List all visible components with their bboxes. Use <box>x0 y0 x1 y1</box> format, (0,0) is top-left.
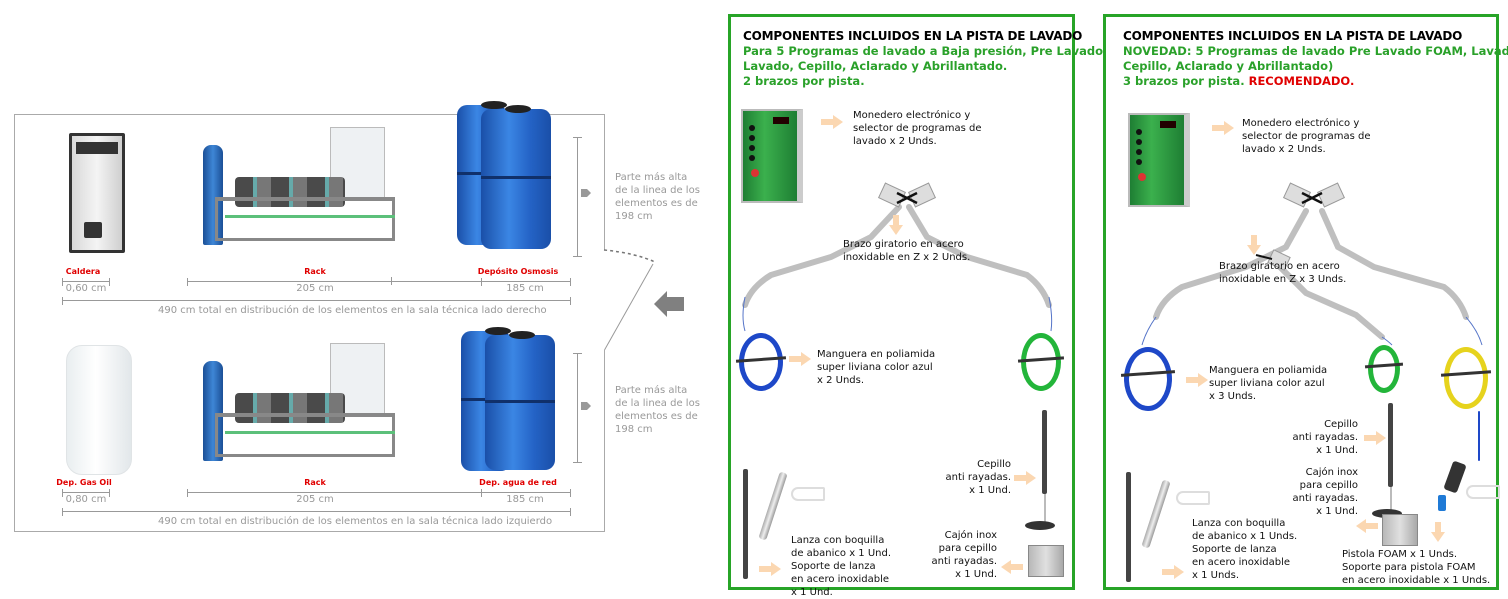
yellow-hose-image <box>1440 347 1492 409</box>
dimension-line <box>481 489 571 500</box>
arrow-icon <box>759 562 781 576</box>
equipment-label: Rack <box>304 267 326 276</box>
lance-holder-image <box>758 471 788 541</box>
caption-coin-selector: Monedero electrónico y selector de progr… <box>1242 118 1371 155</box>
equipment-label: Dep. agua de red <box>479 478 557 487</box>
dimension-value: 185 cm <box>506 283 544 294</box>
coin-selector-image <box>741 109 803 203</box>
dimension-line <box>481 278 571 289</box>
dashed-connector <box>603 249 656 263</box>
arrow-left-icon <box>654 291 684 317</box>
height-marker <box>573 353 582 463</box>
arrow-icon <box>821 115 843 129</box>
caption-foam-gun: Pistola FOAM x 1 Unds. Soporte para pist… <box>1342 549 1491 586</box>
height-marker <box>573 137 582 257</box>
arrow-right-icon <box>581 402 591 410</box>
brush-handle-image <box>1388 403 1393 487</box>
arrow-icon <box>1356 519 1378 533</box>
caption-hose: Manguera en poliamida super liviana colo… <box>1209 365 1328 402</box>
hose-lines <box>742 297 1053 332</box>
tech-room-connector <box>603 114 656 532</box>
lance-image <box>1126 472 1131 582</box>
blue-hose-image <box>735 333 787 391</box>
caption-brush: Cepillo anti rayadas. x 1 Und. <box>1292 419 1359 456</box>
dimension-value: 205 cm <box>296 494 334 505</box>
arrow-icon <box>1001 560 1023 574</box>
caption-hose: Manguera en poliamida super liviana colo… <box>817 349 936 386</box>
gasoil-tank-image <box>66 345 132 475</box>
caption-brush: Cepillo anti rayadas. x 1 Und. <box>945 459 1012 496</box>
green-hose-image <box>1017 333 1065 391</box>
caption-arms: Brazo giratorio en acero inoxidable en Z… <box>843 239 971 263</box>
caption-lance: Lanza con boquilla de abanico x 1 Und. S… <box>791 535 892 598</box>
equipment-label: Caldera <box>65 267 101 276</box>
foam-nozzle-image <box>1438 495 1446 511</box>
foam-gun-image <box>1443 460 1467 494</box>
equipment-label: Depósito Osmosis <box>477 267 559 276</box>
caption-lance: Lanza con boquilla de abanico x 1 Unds. … <box>1192 518 1298 581</box>
height-note: Parte más alta de la linea de los elemen… <box>615 172 700 222</box>
dimension-value: 185 cm <box>506 494 544 505</box>
osmosis-tank-image-front <box>481 105 551 249</box>
tech-row-right-side: Caldera Rack Depósito Osmosis 0,60 cm 20… <box>15 101 605 320</box>
tech-row-left-side: Dep. Gas Oil Rack Dep. agua de red 0,80 … <box>15 325 605 533</box>
panel-title: COMPONENTES INCLUIDOS EN LA PISTA DE LAV… <box>1123 29 1463 43</box>
rack-image <box>195 343 395 463</box>
lance-holder-image <box>1141 479 1171 549</box>
technical-room-diagram: Caldera Rack Depósito Osmosis 0,60 cm 20… <box>14 101 605 533</box>
arrow-icon <box>1212 121 1234 135</box>
inox-box-image <box>1382 514 1418 546</box>
height-note: Parte más alta de la linea de los elemen… <box>615 385 700 435</box>
boiler-image <box>69 133 125 253</box>
rack-image <box>195 127 395 247</box>
rotating-arms-image <box>742 182 1052 308</box>
gun-ghost-image <box>1176 491 1210 505</box>
rotating-arms-image <box>1153 182 1469 340</box>
panel-title: COMPONENTES INCLUIDOS EN LA PISTA DE LAV… <box>743 29 1083 43</box>
inox-box-image <box>1028 545 1064 577</box>
frame-edge <box>604 263 654 351</box>
arrow-icon <box>889 215 903 235</box>
total-dimension-line <box>62 508 571 519</box>
dimension-line <box>62 489 110 500</box>
total-dimension-line <box>62 297 571 308</box>
recommended-badge: RECOMENDADO. <box>1248 74 1355 88</box>
brush-handle-image <box>1042 410 1047 494</box>
arrow-icon <box>1162 565 1184 579</box>
dimension-value: 0,60 cm <box>65 283 107 294</box>
brush-head-image <box>1025 521 1055 530</box>
arrow-icon <box>1186 373 1208 387</box>
panel-subtitle: Para 5 Programas de lavado a Baja presió… <box>743 44 1104 88</box>
caption-arms: Brazo giratorio en acero inoxidable en Z… <box>1219 261 1347 285</box>
components-panel-3-arms: COMPONENTES INCLUIDOS EN LA PISTA DE LAV… <box>1103 14 1508 590</box>
dimension-line <box>62 278 110 289</box>
gun-ghost-image <box>791 487 825 501</box>
coin-selector-image <box>1128 113 1190 207</box>
water-tank-image-front <box>485 331 555 470</box>
total-distribution-text: 490 cm total en distribución de los elem… <box>158 305 547 316</box>
total-distribution-text: 490 cm total en distribución de los elem… <box>158 516 553 527</box>
dimension-value: 0,80 cm <box>65 494 107 505</box>
hose-lines <box>1141 317 1483 346</box>
arrow-icon <box>1364 431 1386 445</box>
foam-holder-image <box>1466 485 1500 499</box>
equipment-label: Dep. Gas Oil <box>56 478 112 487</box>
arrow-icon <box>1431 522 1445 542</box>
panel-subtitle: NOVEDAD: 5 Programas de lavado Pre Lavad… <box>1123 44 1508 88</box>
caption-inox-box: Cajón inox para cepillo anti rayadas. x … <box>931 530 998 580</box>
components-panel-2-arms: COMPONENTES INCLUIDOS EN LA PISTA DE LAV… <box>728 14 1103 598</box>
arrow-icon <box>1014 471 1036 485</box>
lance-image <box>743 469 748 579</box>
blue-hose-image <box>1120 347 1176 411</box>
arrow-icon <box>789 352 811 366</box>
green-hose-image <box>1364 345 1404 393</box>
arrow-right-icon <box>581 189 591 197</box>
brush-head-image <box>1372 509 1402 518</box>
caption-coin-selector: Monedero electrónico y selector de progr… <box>853 110 982 147</box>
dimension-value: 205 cm <box>296 283 334 294</box>
caption-inox-box: Cajón inox para cepillo anti rayadas. x … <box>1292 467 1359 517</box>
arrow-icon <box>1247 235 1261 255</box>
equipment-label: Rack <box>304 478 326 487</box>
